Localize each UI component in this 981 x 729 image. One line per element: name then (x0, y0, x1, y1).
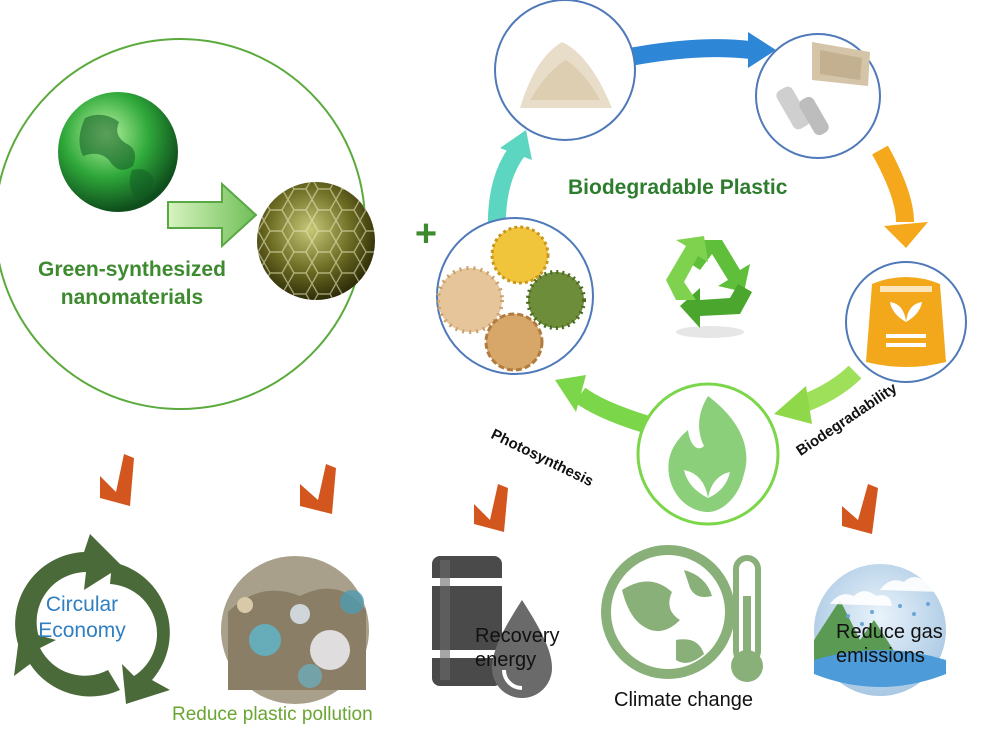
corn-icon (490, 225, 550, 285)
nanomaterials-title: Green-synthesized nanomaterials (22, 256, 242, 312)
recovery-energy-label: Recovery energy (475, 624, 559, 672)
plus-sign: + (415, 213, 437, 255)
graphene-sphere-icon (257, 182, 375, 300)
down-arrow-1 (100, 454, 134, 506)
reduce-gas-line1: Reduce gas (836, 621, 943, 643)
nanomaterials-title-line1: Green-synthesized (38, 258, 226, 281)
node-powder (494, 0, 636, 141)
climate-globe-icon (601, 545, 735, 679)
down-arrows (100, 454, 878, 534)
reduce-gas-line2: emissions (836, 645, 925, 667)
reduce-gas-emissions-label: Reduce gas emissions (836, 620, 943, 668)
nanomaterials-title-line2: nanomaterials (60, 286, 204, 309)
thermometer-icon (731, 555, 763, 682)
reduce-plastic-pollution-label: Reduce plastic pollution (172, 704, 373, 725)
recycle-icon (666, 236, 752, 338)
arrow-plastic-to-sack (872, 145, 914, 223)
recovery-energy-line2: energy (475, 649, 537, 671)
wheat-icon (484, 312, 544, 372)
gas-emissions-scene-icon (814, 564, 946, 696)
plastic-tubes-icon (776, 86, 829, 136)
earth-globe-icon (58, 92, 178, 212)
recovery-energy-line1: Recovery (475, 625, 560, 647)
arrow-fire-to-crops (574, 387, 648, 433)
down-arrow-4 (842, 484, 878, 534)
node-plastic-products (755, 33, 881, 159)
circular-economy-line2: Economy (38, 619, 126, 642)
circular-economy-line1: Circular (45, 593, 119, 616)
biodegradable-plastic-title: Biodegradable Plastic (568, 176, 788, 199)
circular-economy-icon (14, 534, 170, 704)
transform-arrow-icon (167, 181, 258, 249)
node-crops (436, 217, 594, 375)
fertilizer-sack-icon (866, 277, 946, 367)
chickpeas-icon (436, 266, 504, 334)
down-arrow-2 (300, 464, 336, 514)
arrow-sack-to-fire (796, 365, 862, 414)
arrow-powder-to-plastic (628, 39, 752, 66)
node-fire-leaf (636, 382, 780, 526)
oil-barrel-icon (432, 556, 502, 686)
down-arrow-3 (474, 484, 508, 532)
oil-drop-icon (492, 600, 552, 698)
node-fertilizer-sack (845, 261, 967, 383)
seeds-icon (526, 270, 586, 330)
climate-change-label: Climate change (614, 689, 753, 711)
plastic-pollution-photo (221, 556, 369, 704)
plastic-tray-icon (812, 42, 870, 86)
circular-economy-label: Circular Economy (32, 592, 132, 644)
fire-leaf-icon (668, 396, 747, 512)
